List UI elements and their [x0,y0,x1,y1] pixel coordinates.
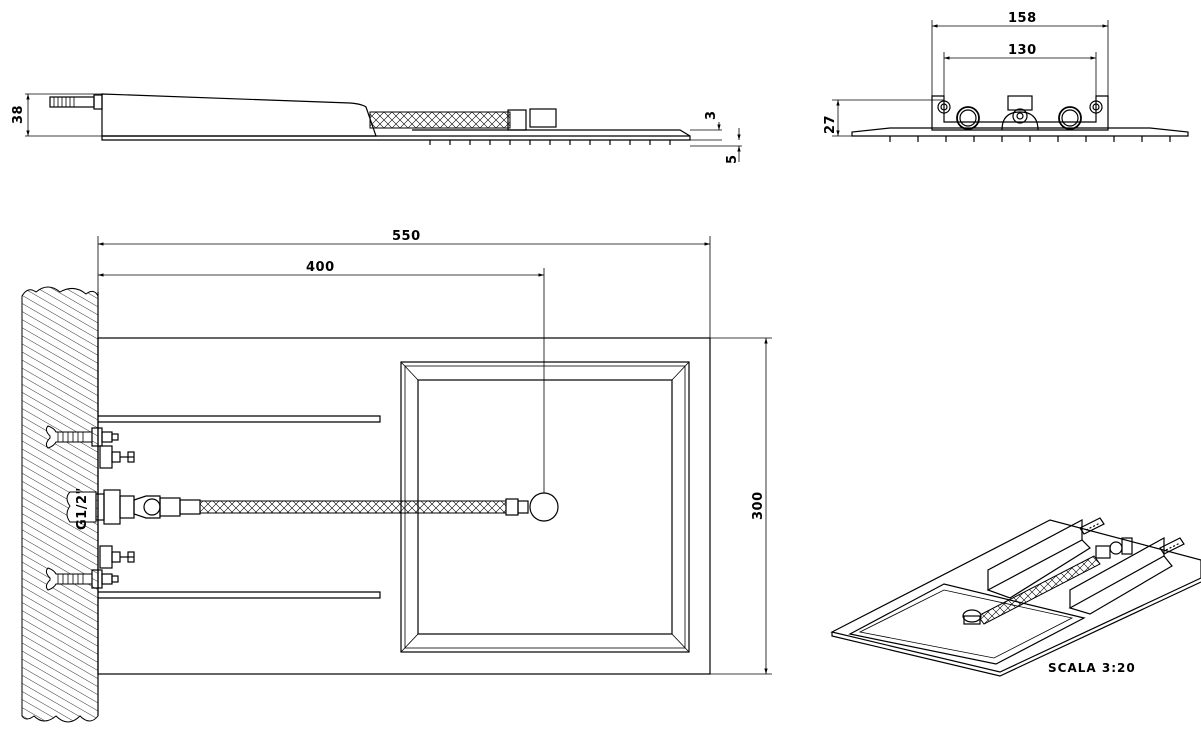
hose [369,111,511,129]
shower-plate [101,135,691,141]
bracket-arm-bottom [98,591,381,599]
front-view: 158 130 27 [823,11,1189,142]
side-view: 38 3 5 [11,93,742,164]
dim-130: 130 [1008,43,1037,58]
pipe-right [1058,106,1082,130]
iso-hose [977,555,1101,625]
thread-label: G1/2" [75,487,90,530]
dim-550: 550 [392,229,421,244]
dim-300: 300 [751,491,766,520]
dim-27: 27 [823,115,838,134]
iso-arm-right [1068,555,1173,615]
dim-158: 158 [1008,11,1037,26]
plan-view: G1/2" 550 400 300 [21,229,772,723]
front-plate [851,127,1189,137]
center-fitting [1007,95,1033,111]
dim-38: 38 [11,105,26,124]
wall-anchor [49,94,103,110]
dim-3: 3 [704,110,719,120]
scale-label: SCALA 3:20 [1048,661,1136,675]
plan-hose [199,500,507,514]
bracket-arm-top [98,415,381,423]
anchor-bottom [45,567,119,591]
shower-connector [529,492,559,522]
plate-outline [97,337,711,675]
isometric-view: SCALA 3:20 [830,517,1201,677]
bolt-left [937,100,951,114]
pipe-left [956,106,980,130]
bolt-right [1089,100,1103,114]
nozzles [429,140,671,145]
arm-body [101,93,377,137]
iso-arm-left [986,539,1091,599]
anchor-top [45,425,119,449]
central-inlet [66,489,201,525]
iso-rain-panel [848,583,1086,665]
pipe-top [99,445,135,469]
pipe-bottom [99,545,135,569]
dim-400: 400 [306,260,335,275]
dim-5: 5 [725,154,740,164]
iso-plate [830,519,1201,673]
